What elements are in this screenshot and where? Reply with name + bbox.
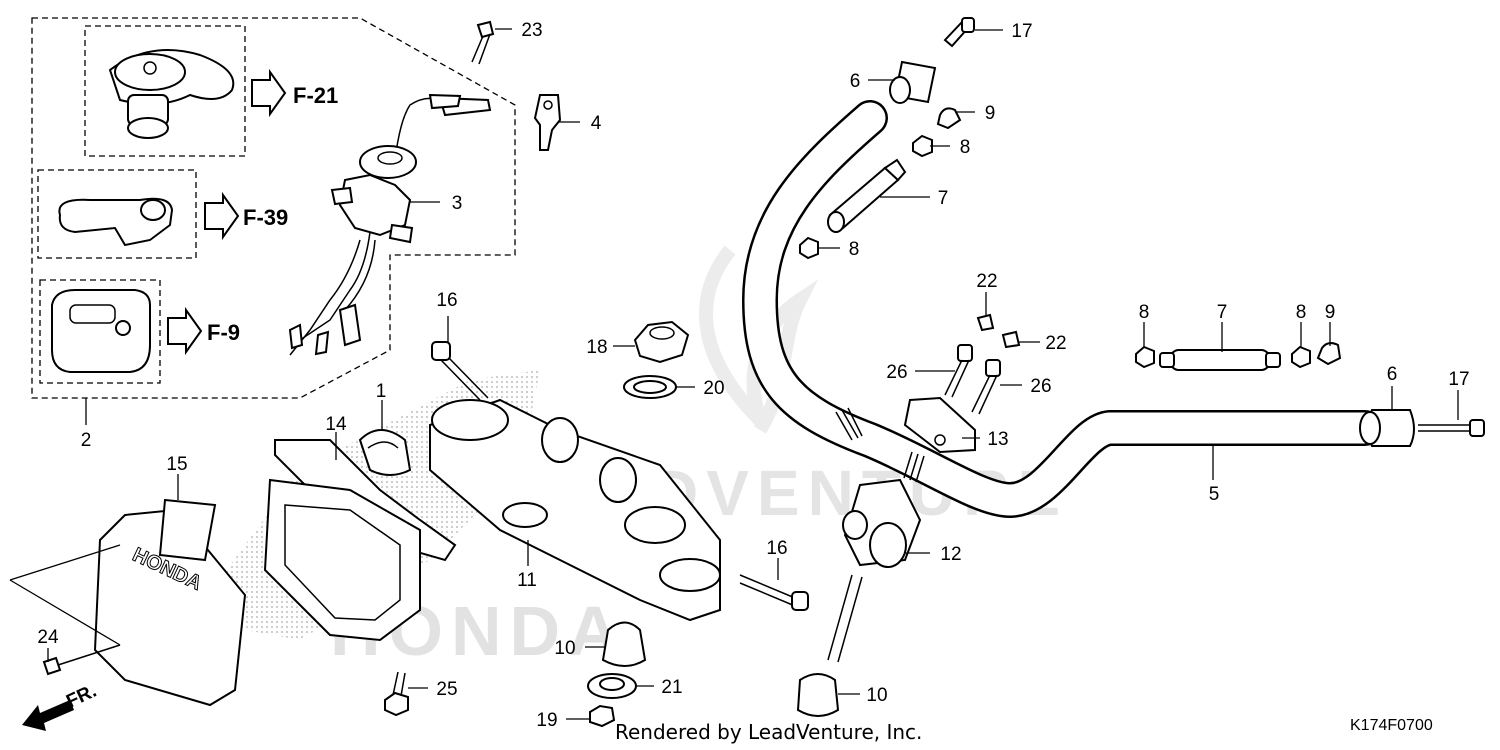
callout-15: 15 <box>166 454 187 475</box>
callout-24: 24 <box>37 627 59 648</box>
bolt-26-parts <box>944 344 1001 415</box>
washer-20-part <box>623 375 677 399</box>
diagram-code: K174F0700 <box>1350 717 1433 734</box>
inner-weight-top-part <box>827 158 907 233</box>
bracket-14-part <box>263 439 457 642</box>
callout-3: 3 <box>452 193 463 214</box>
lock-bracket-part <box>51 289 151 373</box>
callout-21: 21 <box>661 677 682 698</box>
ref-arrow-f9-icon <box>167 306 203 356</box>
callout-13: 13 <box>987 429 1008 450</box>
cover-15-part: HONDA <box>93 498 247 707</box>
callout-10-b: 10 <box>866 685 887 706</box>
callout-14: 14 <box>325 414 347 435</box>
callout-6-right: 6 <box>1387 364 1398 385</box>
callout-9-right: 9 <box>1325 302 1336 323</box>
clip-22-parts <box>976 313 1021 349</box>
callout-12: 12 <box>940 544 961 565</box>
callout-26-right: 26 <box>1030 376 1051 397</box>
callout-18: 18 <box>586 337 607 358</box>
callout-8-b: 8 <box>849 239 860 260</box>
callout-7-top: 7 <box>938 188 949 209</box>
footer-rendered-by: Rendered by LeadVenture, Inc. <box>615 720 922 744</box>
callout-20: 20 <box>703 378 724 399</box>
rubber-10-parts <box>601 621 840 717</box>
callout-5: 5 <box>1209 484 1220 505</box>
callout-22-top: 22 <box>976 271 997 292</box>
cap-nut-18-part <box>633 320 690 364</box>
ref-f21: F-21 <box>293 83 338 108</box>
callout-26-left: 26 <box>886 362 907 383</box>
clamp-1-part <box>358 429 412 476</box>
callout-25: 25 <box>436 679 457 700</box>
callout-8-d: 8 <box>1296 302 1307 323</box>
washer-21-part <box>587 673 637 699</box>
clip-9-parts <box>936 107 1342 366</box>
callout-1: 1 <box>376 381 387 402</box>
callout-17-right: 17 <box>1448 369 1469 390</box>
lock-cylinder-part <box>58 197 174 247</box>
bar-end-weight-left-part <box>889 17 975 104</box>
callout-17-top: 17 <box>1011 21 1032 42</box>
callouts: 1 2 3 4 5 6 6 7 7 8 8 8 8 9 9 10 10 11 1… <box>37 20 1469 731</box>
callout-11: 11 <box>517 570 537 591</box>
ignition-group-2: F-21 F-39 F-9 <box>31 17 516 425</box>
callout-22-right: 22 <box>1045 333 1066 354</box>
callout-4: 4 <box>591 113 602 134</box>
bar-end-weight-right-part <box>1359 409 1485 447</box>
handlebar-holder-lower-part <box>827 478 922 663</box>
top-bridge-part <box>429 398 721 622</box>
callout-9-top: 9 <box>985 103 996 124</box>
callout-10-a: 10 <box>554 638 575 659</box>
screw-23-part <box>471 20 495 65</box>
handlebar-holder-upper-part <box>903 396 976 454</box>
front-direction-arrow-icon: FR. <box>22 681 100 731</box>
callout-8-a: 8 <box>960 137 971 158</box>
ref-f9: F-9 <box>207 320 240 345</box>
callout-8-c: 8 <box>1139 302 1150 323</box>
nut-19-part <box>589 704 616 728</box>
handlebar-part <box>741 100 1383 519</box>
callout-23: 23 <box>521 20 542 41</box>
callout-7-right: 7 <box>1217 302 1228 323</box>
callout-16-top: 16 <box>436 290 457 311</box>
inner-weight-right-part <box>1159 349 1281 371</box>
ref-arrow-f39-icon <box>204 191 240 241</box>
bolt-25-part <box>384 671 409 717</box>
nut-8-parts <box>799 134 1311 369</box>
ref-f39: F-39 <box>243 205 288 230</box>
seat-lock-part <box>108 49 235 139</box>
key-part <box>533 94 562 151</box>
callout-19: 19 <box>536 710 557 731</box>
callout-16-bottom: 16 <box>766 538 787 559</box>
callout-2: 2 <box>81 430 92 451</box>
leader-lines <box>9 28 1459 720</box>
bolt-16-parts <box>431 341 809 611</box>
callout-6-left: 6 <box>850 71 861 92</box>
ref-arrow-f21-icon <box>251 68 287 118</box>
ignition-switch-part <box>288 93 492 356</box>
